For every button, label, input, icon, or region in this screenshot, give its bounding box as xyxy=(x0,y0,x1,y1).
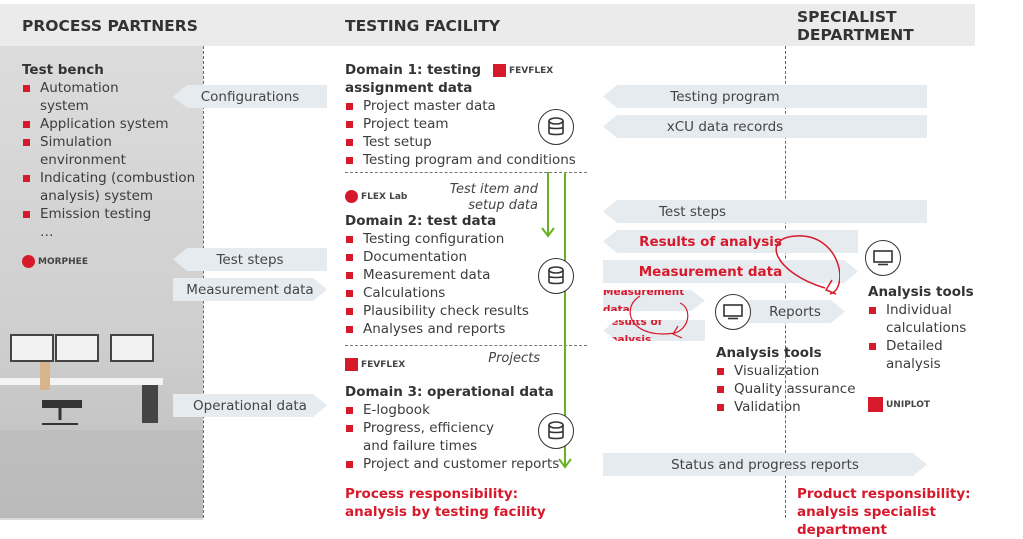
domain-1-title-2: assignment data xyxy=(345,80,473,96)
list-item: Project and customer reports xyxy=(345,455,559,473)
list-item: Visualization xyxy=(716,362,856,380)
test-bench-title: Test bench xyxy=(22,62,104,78)
product-responsibility: Product responsibility:analysis speciali… xyxy=(797,486,971,538)
analysis-tools-right: Analysis tools Individual calculations D… xyxy=(868,283,974,373)
test-bench: Test bench Automation system Application… xyxy=(22,61,195,241)
morphee-logo: MORPHEE xyxy=(22,255,88,268)
list-item: Individual xyxy=(868,301,974,319)
list-item: environment xyxy=(40,152,126,168)
list-item: Validation xyxy=(716,398,856,416)
arrow-operational-data: Operational data xyxy=(173,394,327,417)
process-responsibility: Process responsibility:analysis by testi… xyxy=(345,486,546,520)
list-item: and failure times xyxy=(363,438,478,454)
list-item: Testing configuration xyxy=(345,230,529,248)
list-item: Project team xyxy=(345,115,576,133)
domain-2: Domain 2: test data Testing configuratio… xyxy=(345,212,529,338)
list-item: Calculations xyxy=(345,284,529,302)
arrow-measurement-data: Measurement data xyxy=(173,278,327,301)
domain-2-title: Domain 2: test data xyxy=(345,213,497,229)
list-item: Automation xyxy=(22,79,195,97)
monitor-icon xyxy=(715,294,751,330)
arrow-measurement-data-right: Measurement data xyxy=(603,260,858,283)
domain-1: Domain 1: testing assignment data Projec… xyxy=(345,61,576,169)
uniplot-logo: UNIPLOT xyxy=(868,397,930,412)
divider xyxy=(345,172,587,173)
arrow-reports: Reports xyxy=(745,300,845,323)
list-item: … xyxy=(40,224,54,240)
list-item: Application system xyxy=(22,115,195,133)
list-item: analysis xyxy=(886,356,941,372)
list-item: calculations xyxy=(886,320,967,336)
domain-3-title: Domain 3: operational data xyxy=(345,384,554,400)
header-testing-facility: TESTING FACILITY xyxy=(345,17,501,35)
database-icon xyxy=(538,413,574,449)
feedback-loop-arrows xyxy=(629,235,840,339)
workstation-illustration xyxy=(0,334,203,520)
list-item: Detailed xyxy=(868,337,974,355)
analysis-tools-mid: Analysis tools Visualization Quality ass… xyxy=(716,344,856,416)
list-item: Progress, efficiency xyxy=(345,419,559,437)
list-item: system xyxy=(40,98,89,114)
list-item: Emission testing xyxy=(22,205,195,223)
arrow-test-steps-right: Test steps xyxy=(603,200,927,223)
flexlab-logo: FLEX Lab xyxy=(345,190,407,203)
list-item: Testing program and conditions xyxy=(345,151,576,169)
database-icon xyxy=(538,258,574,294)
list-item: analysis) system xyxy=(40,188,154,204)
list-item: Indicating (combustion xyxy=(22,169,195,187)
arrow-test-steps: Test steps xyxy=(173,248,327,271)
list-item: E-logbook xyxy=(345,401,559,419)
projects-label: Projects xyxy=(488,351,540,366)
fevflex-logo-2: FEVFLEX xyxy=(345,358,405,371)
header-band xyxy=(0,4,975,46)
database-icon xyxy=(538,109,574,145)
header-process-partners: PROCESS PARTNERS xyxy=(22,17,198,35)
arrow-configurations: Configurations xyxy=(173,85,327,108)
list-item: Project master data xyxy=(345,97,576,115)
domain-3: Domain 3: operational data E-logbook Pro… xyxy=(345,383,559,473)
divider xyxy=(345,345,587,346)
list-item: Documentation xyxy=(345,248,529,266)
monitor-icon xyxy=(865,240,901,276)
arrow-xcu-data-records: xCU data records xyxy=(603,115,927,138)
domain-1-title: Domain 1: testing xyxy=(345,62,482,78)
list-item: Plausibility check results xyxy=(345,302,529,320)
list-item: Simulation xyxy=(22,133,195,151)
list-item: Quality assurance xyxy=(716,380,856,398)
arrow-status-progress-reports: Status and progress reports xyxy=(603,453,927,476)
arrow-testing-program: Testing program xyxy=(603,85,927,108)
list-item: Test setup xyxy=(345,133,576,151)
list-item: Measurement data xyxy=(345,266,529,284)
analysis-tools-title: Analysis tools xyxy=(716,345,822,361)
list-item: Analyses and reports xyxy=(345,320,529,338)
analysis-tools-title: Analysis tools xyxy=(868,284,974,300)
fevflex-logo: FEVFLEX xyxy=(493,64,553,77)
arrow-small-results: Results of analysis. xyxy=(603,320,705,341)
